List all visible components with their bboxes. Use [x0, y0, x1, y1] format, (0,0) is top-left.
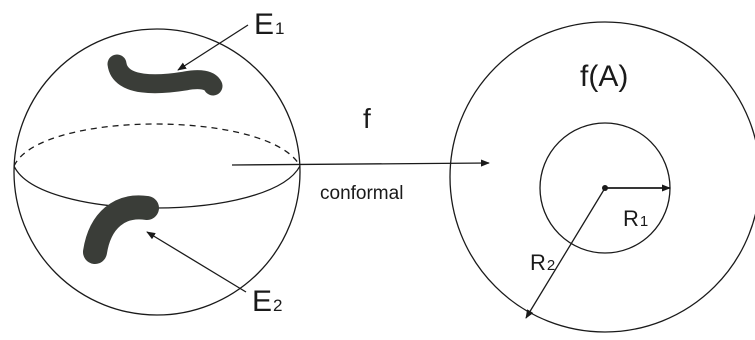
outer-circle [449, 21, 755, 333]
label-r2-subscript: 2 [547, 257, 555, 274]
e2-pointer-arrow [146, 231, 247, 293]
radius-r2-arrow [525, 187, 606, 319]
label-e2-main: E [252, 285, 272, 318]
sphere [13, 28, 301, 316]
label-r1: R1 [623, 206, 648, 231]
label-e2-subscript: 2 [273, 296, 282, 315]
label-r2: R2 [530, 250, 555, 275]
label-r1-subscript: 1 [640, 213, 648, 230]
map-property: conformal [320, 183, 403, 204]
label-e2: E2 [252, 285, 282, 318]
e1-pointer-arrow [177, 24, 249, 71]
label-e1-subscript: 1 [275, 19, 284, 38]
label-r1-main: R [623, 206, 639, 231]
label-r2-main: R [530, 250, 546, 275]
label-e1: E1 [254, 8, 284, 41]
set-e2-blob [83, 195, 159, 264]
label-e1-main: E [254, 8, 274, 41]
map-arrow [231, 159, 490, 167]
image-label: f(A) [580, 60, 628, 93]
map-name: f [363, 103, 371, 134]
set-e1-blob [107, 54, 223, 96]
sphere-equator-back [13, 123, 301, 167]
sphere-outline [13, 28, 301, 316]
